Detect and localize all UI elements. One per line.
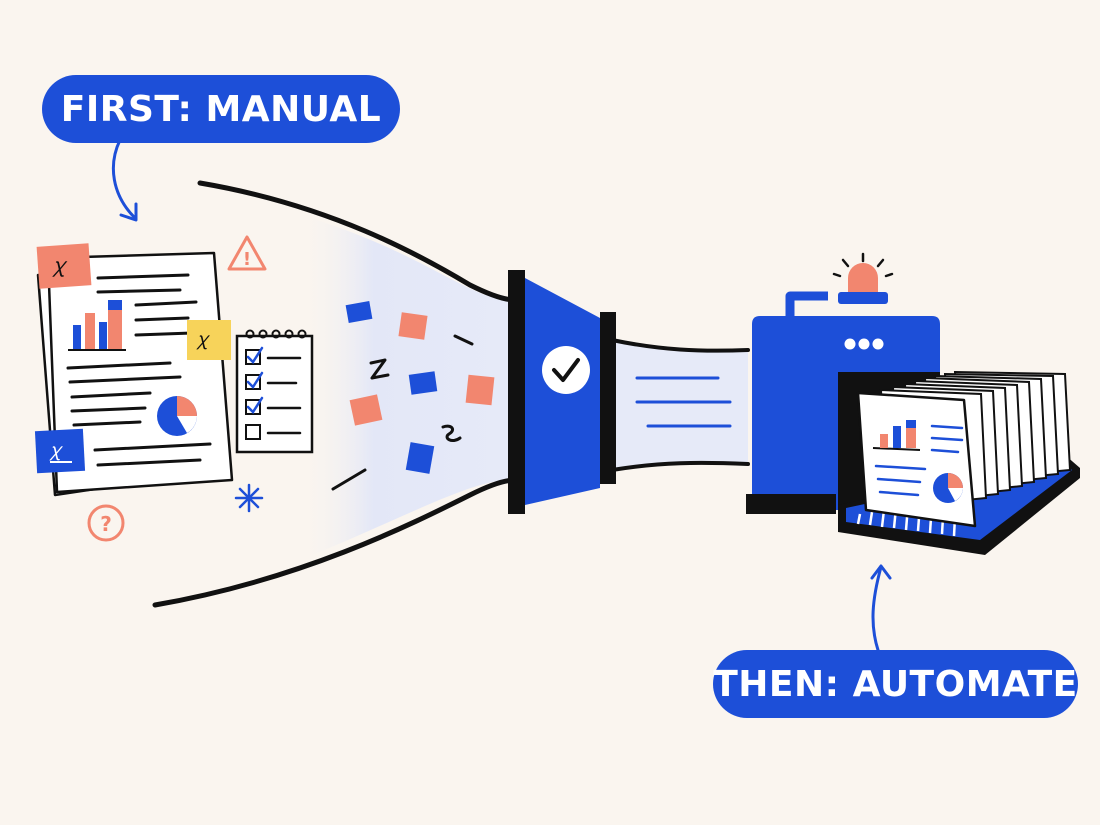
funnel-fill [300,215,510,560]
sticky-note-glyph: ꭓ [49,440,63,461]
sticky-note-coral: ꭓ [36,243,92,289]
funnel-neck-top [610,338,750,353]
fragment-coral [349,394,383,426]
sparkle-icon [234,483,264,513]
indicator-dot [872,338,884,350]
automation-machine [746,252,1080,555]
first-arrow [111,138,138,222]
report-pie-chart [933,473,963,503]
machine-base-left [746,494,836,514]
gate-bar-left [508,270,525,514]
then-arrow [870,564,892,652]
funnel [152,180,750,608]
checkpoint-gate [508,270,616,514]
fragment-blue [408,371,438,395]
alarm-light [848,263,878,292]
alarm-base [838,292,888,304]
flow-lines [635,376,732,428]
fragment-blue [405,442,435,474]
fragment-blue [345,301,373,323]
funnel-bottom-curve [152,477,518,608]
indicator-dot [858,338,870,350]
warning-icon: ! [227,235,267,271]
funnel-top-curve [197,180,518,303]
svg-text:!: ! [243,249,251,270]
checklist-icon [235,329,314,454]
check-badge [542,346,590,394]
fragment-coral [465,374,495,406]
chaos-fragments [331,301,495,491]
sticky-note-glyph: ꭓ [52,253,68,277]
fragment-coral [398,312,428,340]
checklist-rows [245,346,302,440]
funnel-neck-fill [610,340,748,470]
fragment-squiggle [369,358,390,380]
fragment-dash [331,468,367,491]
report-bar-chart [872,420,921,451]
report-text-lines [874,424,964,497]
sticky-note-blue: ꭓ [34,428,86,474]
sticky-note-glyph: ꭓ [196,329,210,350]
output-report-page [856,391,977,528]
first-manual-label: FIRST: MANUAL [42,75,400,143]
document-pie-chart [157,396,197,436]
then-automate-text: THEN: AUTOMATE [713,663,1078,705]
sticky-note-yellow: ꭓ [187,320,231,360]
funnel-neck-bottom [610,460,750,472]
check-icon [552,358,580,382]
first-manual-text: FIRST: MANUAL [60,88,382,130]
gate-bar-right [600,312,616,484]
svg-text:?: ? [100,512,112,536]
document-bar-chart [68,300,126,351]
question-icon: ? [87,504,125,542]
then-automate-label: THEN: AUTOMATE [713,650,1078,718]
fragment-dash [453,334,474,346]
fragment-squiggle [441,424,462,442]
alarm-rays [832,252,894,278]
document-text-lines [66,273,212,467]
machine-pipe [785,291,828,318]
manual-document-stack: ꭓ ꭓ ꭓ [34,243,234,497]
indicator-dot [844,338,856,350]
